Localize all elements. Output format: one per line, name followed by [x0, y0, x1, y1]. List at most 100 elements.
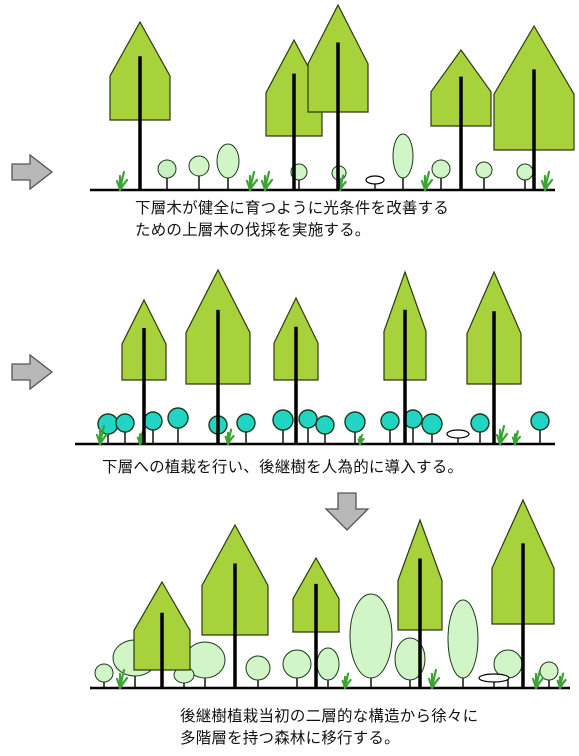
small-tree-crown [94, 663, 114, 683]
small-tree-crown [272, 409, 294, 431]
oval-tree [184, 641, 226, 688]
oval-tree [447, 599, 479, 688]
oval-tree-crown [349, 593, 393, 679]
small-tree [516, 163, 534, 190]
grass-blade [420, 179, 427, 192]
grass-tuft [531, 668, 545, 690]
canopy-tree [185, 268, 251, 444]
small-tree-crown [530, 411, 550, 431]
small-tree [298, 409, 318, 444]
mushroom [446, 429, 470, 444]
small-tree-crown [188, 155, 210, 177]
grass-tuft [420, 170, 434, 192]
grass-tuft [341, 672, 352, 690]
right-arrow-icon [11, 153, 54, 191]
grass-tuft [556, 672, 567, 690]
small-tree [315, 415, 335, 444]
small-tree [282, 649, 312, 688]
small-tree [539, 661, 559, 688]
canopy-tree [397, 518, 443, 688]
oval-tree [216, 143, 240, 190]
grass-tuft [260, 170, 274, 192]
small-tree [167, 407, 189, 444]
small-tree-crown [298, 409, 318, 429]
grass-tuft [357, 433, 365, 446]
small-tree-crown [143, 411, 163, 431]
mushroom [365, 175, 385, 190]
small-tree [530, 411, 550, 444]
small-tree [143, 411, 163, 444]
small-tree-crown [315, 415, 335, 435]
grass-tuft [115, 170, 129, 192]
small-tree [380, 411, 400, 444]
caption-thinning: 下層木が健全に育つように光条件を改善する ための上層木の伐採を実施する。 [135, 197, 449, 241]
small-tree-crown [470, 413, 490, 433]
oval-tree [394, 637, 426, 688]
canopy-tree [273, 296, 319, 444]
small-tree-crown [157, 159, 177, 179]
grass-blade [115, 677, 122, 690]
oval-tree [392, 133, 414, 190]
small-tree-crown [475, 161, 493, 179]
canopy-tree [133, 580, 191, 688]
caption-multilayer: 後継樹植栽当初の二層的な構造から徐々に 多階層を持つ森林に移行する。 [180, 705, 478, 749]
oval-tree-crown [216, 143, 240, 179]
canopy-tree [430, 48, 492, 190]
small-tree-crown [282, 649, 312, 679]
small-tree-crown [431, 159, 451, 179]
caption-multilayer-line-2: 多階層を持つ森林に移行する。 [180, 729, 400, 747]
oval-tree [349, 593, 393, 688]
oval-tree-crown [394, 637, 426, 681]
caption-multilayer-line-1: 後継樹植栽当初の二層的な構造から徐々に [180, 707, 479, 725]
mushroom-cap [478, 673, 510, 683]
canopy-tree [109, 20, 171, 190]
grass-tuft [540, 170, 554, 192]
small-tree [475, 161, 493, 190]
small-tree [431, 159, 451, 190]
grass-tuft [115, 668, 129, 690]
mushroom-cap [365, 175, 385, 185]
grass-blade [357, 438, 362, 446]
canopy-tree [121, 298, 167, 444]
down-arrow-icon [324, 492, 370, 531]
caption-planting: 下層への植栽を行い、後継樹を人為的に導入する。 [102, 456, 463, 478]
mushroom [478, 673, 510, 688]
caption-planting-line-1: 下層への植栽を行い、後継樹を人為的に導入する。 [102, 458, 464, 476]
small-tree [344, 411, 366, 444]
small-tree-crown [167, 407, 189, 429]
canopy-tree [383, 270, 427, 444]
canopy-tree [491, 498, 555, 688]
small-tree [157, 159, 177, 190]
mushroom-cap [446, 429, 470, 439]
grass-blade [341, 679, 347, 690]
oval-tree [316, 647, 340, 688]
caption-thinning-line-1: 下層木が健全に育つように光条件を改善する [135, 199, 450, 217]
grass-blade [260, 179, 267, 192]
small-tree [421, 413, 443, 444]
oval-tree-crown [447, 599, 479, 679]
grass-blade [224, 435, 230, 446]
small-tree [94, 663, 114, 688]
grass-blade [245, 179, 252, 192]
grass-tuft [511, 430, 521, 446]
caption-thinning-line-2: ための上層木の伐採を実施する。 [135, 221, 371, 239]
grass-blade [540, 179, 547, 192]
grass-blade [427, 677, 434, 690]
small-tree-crown [421, 413, 443, 435]
canopy-tree [292, 556, 340, 688]
grass-blade [95, 433, 102, 446]
grass-blade [556, 679, 562, 690]
small-tree [188, 155, 210, 190]
oval-tree-crown [392, 133, 414, 179]
grass-tuft [495, 424, 509, 446]
grass-blade [495, 433, 502, 446]
small-tree-crown [245, 655, 271, 681]
grass-tuft [224, 428, 235, 446]
grass-blade [511, 436, 517, 446]
grass-tuft [427, 668, 441, 690]
canopy-tree [493, 24, 575, 190]
grass-blade [115, 179, 122, 192]
small-tree-crown [236, 413, 256, 433]
canopy-tree [307, 3, 369, 190]
oval-tree-crown [316, 647, 340, 681]
